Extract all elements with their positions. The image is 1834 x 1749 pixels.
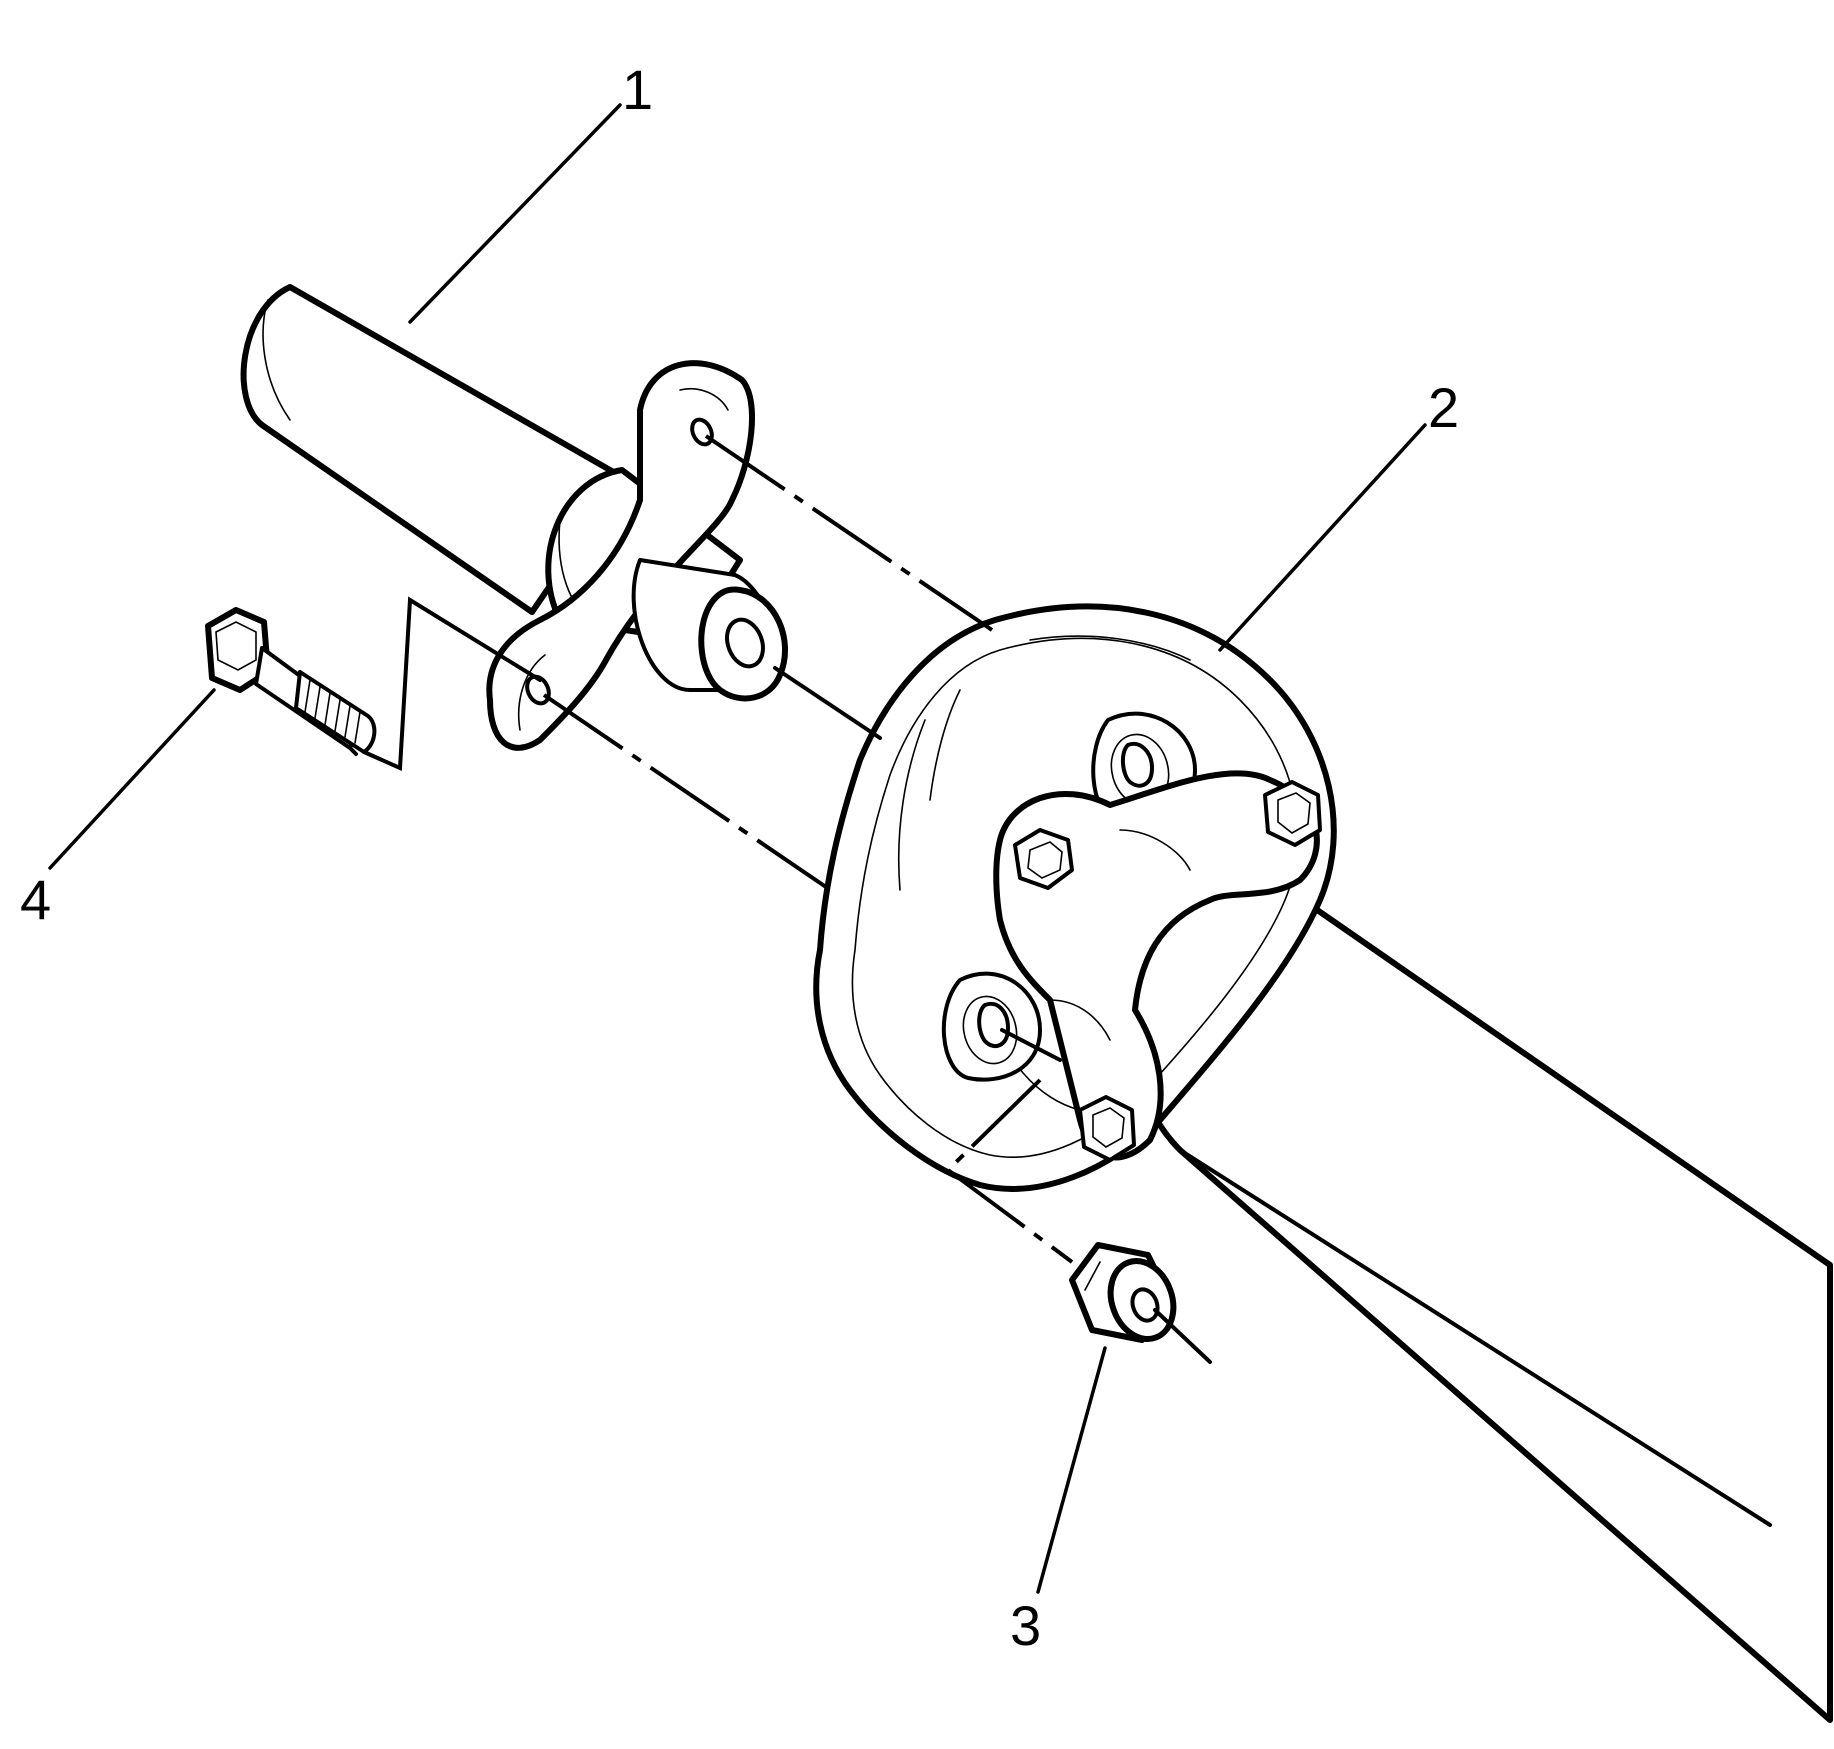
leader-lines <box>48 103 1427 1594</box>
leader-4 <box>48 688 216 870</box>
callout-1: 1 <box>622 58 654 121</box>
shaft-flange <box>486 360 755 751</box>
leader-3 <box>1036 1346 1107 1594</box>
yoke-bolt-right <box>1263 780 1322 847</box>
leader-2 <box>1218 423 1427 652</box>
alignment-lines <box>362 434 1212 1364</box>
yoke-bolt-left <box>1013 828 1074 890</box>
yoke-bolt-bottom <box>1078 1095 1136 1162</box>
propshaft-yoke <box>993 770 1320 1161</box>
nut <box>1069 1242 1177 1343</box>
callout-3: 3 <box>1010 1594 1042 1657</box>
callout-2: 2 <box>1428 376 1460 439</box>
leader-1 <box>408 103 622 324</box>
flange-boss <box>631 558 788 702</box>
bolt <box>205 607 377 756</box>
callout-4: 4 <box>20 868 52 931</box>
flange-boss-bore <box>725 617 765 669</box>
